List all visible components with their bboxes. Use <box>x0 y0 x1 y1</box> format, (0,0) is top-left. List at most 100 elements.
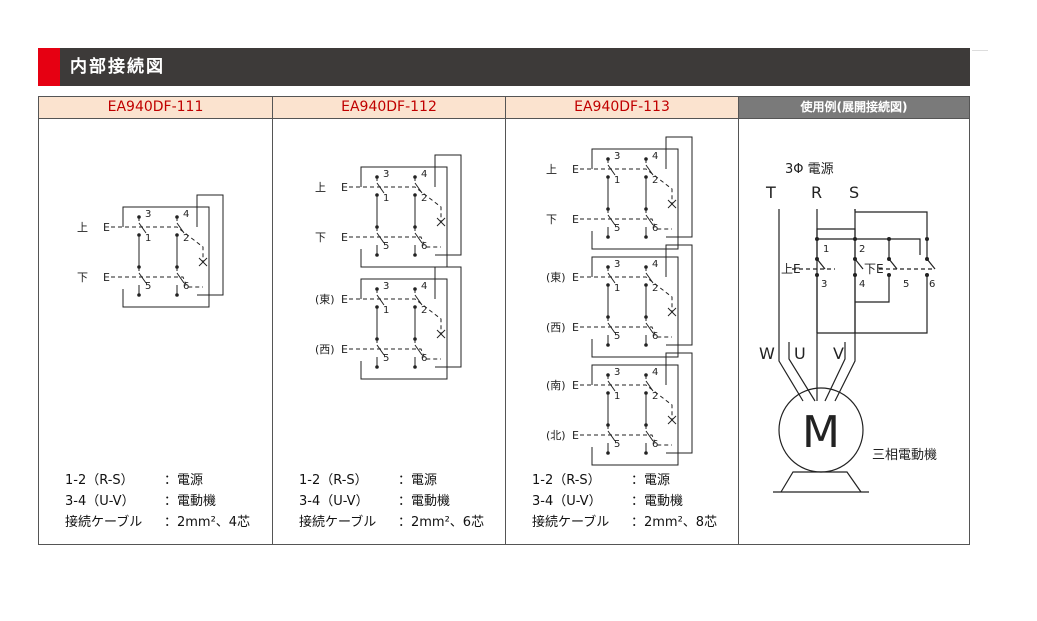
terminal-dot <box>644 207 648 211</box>
legend: 1-2（R-S）：電源 3-4（U-V）：電動機 接続ケーブル：2mm²、8芯 <box>532 470 717 533</box>
position-label: 上 <box>77 221 88 234</box>
column-header: EA940DF-111 <box>39 97 272 119</box>
section-title-bar: 内部接続図 <box>38 48 970 86</box>
switch-block <box>349 266 462 380</box>
diagram-usage-example: 3Φ 電源 T R S 1 2 上E 下E 3 4 5 6 W U V M 三相… <box>759 162 937 493</box>
num-3: 3 <box>821 279 827 290</box>
terminal-num: 4 <box>421 169 427 180</box>
terminal-dot <box>175 233 179 237</box>
switch-block <box>111 194 224 308</box>
terminal-num: 3 <box>145 209 151 220</box>
terminal-dot <box>375 337 379 341</box>
terminal-num: 1 <box>614 283 620 294</box>
terminal-dot <box>606 373 610 377</box>
terminal-num: 2 <box>421 193 427 204</box>
terminal-num: 1 <box>614 175 620 186</box>
terminal-num: 2 <box>652 391 658 402</box>
motor-symbol: M <box>802 407 840 458</box>
terminal-dot <box>413 175 417 179</box>
terminal-dot <box>644 283 648 287</box>
switch-block <box>580 136 693 250</box>
terminal-dot <box>644 343 648 347</box>
lead-u: U <box>794 344 806 363</box>
terminal-dot <box>375 365 379 369</box>
terminal-dot <box>606 175 610 179</box>
terminal-dot <box>606 315 610 319</box>
terminal-dot <box>137 215 141 219</box>
e-label: E <box>341 181 348 194</box>
e-label: E <box>572 213 579 226</box>
e-label: E <box>341 293 348 306</box>
e-label: E <box>572 163 579 176</box>
terminal-dots <box>606 157 648 239</box>
legend-row: 接続ケーブル：2mm²、6芯 <box>299 515 485 530</box>
motor-label: 三相電動機 <box>872 448 937 463</box>
legend: 1-2（R-S）：電源 3-4（U-V）：電動機 接続ケーブル：2mm²、6芯 <box>299 470 484 533</box>
column-header: 使用例(展開接続図) <box>739 97 969 119</box>
terminal-dot <box>413 305 417 309</box>
terminal-dot <box>644 157 648 161</box>
lead-v: V <box>833 344 844 363</box>
legend: 1-2（R-S）：電源 3-4（U-V）：電動機 接続ケーブル：2mm²、4芯 <box>65 470 250 533</box>
terminal-num: 3 <box>383 281 389 292</box>
terminal-dot <box>606 157 610 161</box>
position-label: (東) <box>546 271 566 284</box>
column-header: EA940DF-113 <box>506 97 738 119</box>
e-label: E <box>103 221 110 234</box>
legend-row: 3-4（U-V）：電動機 <box>65 494 217 509</box>
terminal-dot <box>606 283 610 287</box>
terminal-dot <box>175 265 179 269</box>
terminal-num: 5 <box>614 223 620 234</box>
terminal-dot <box>413 287 417 291</box>
top-divider <box>972 50 988 51</box>
legend-row: 1-2（R-S）：電源 <box>532 473 671 488</box>
terminal-dot <box>413 225 417 229</box>
terminal-dot <box>375 253 379 257</box>
terminal-dot <box>644 451 648 455</box>
terminal-num: 5 <box>383 353 389 364</box>
terminal-num: 6 <box>652 439 658 450</box>
terminal-num: 4 <box>652 259 658 270</box>
switch-block <box>580 352 693 466</box>
position-label: (東) <box>315 293 335 306</box>
num-1: 1 <box>823 244 829 255</box>
terminal-num: 3 <box>614 259 620 270</box>
terminal-dot <box>644 391 648 395</box>
up-label: 上E <box>781 262 801 276</box>
terminal-num: 2 <box>652 175 658 186</box>
terminal-dot <box>413 365 417 369</box>
terminal-num: 1 <box>383 193 389 204</box>
terminal-dot <box>175 215 179 219</box>
column-usage-example: 使用例(展開接続図) <box>738 97 969 544</box>
e-label: E <box>341 343 348 356</box>
position-label: 上 <box>315 181 326 194</box>
position-label: (南) <box>546 379 566 392</box>
terminal-dot <box>137 293 141 297</box>
terminal-dot <box>606 391 610 395</box>
num-5: 5 <box>903 279 909 290</box>
switch-block <box>349 154 462 268</box>
terminal-num: 6 <box>421 353 427 364</box>
terminal-dot <box>375 305 379 309</box>
terminal-dots <box>137 215 179 297</box>
switch-block <box>580 244 693 358</box>
position-label: (西) <box>546 321 566 334</box>
terminal-dot <box>644 175 648 179</box>
terminal-num: 2 <box>652 283 658 294</box>
terminal-dot <box>606 451 610 455</box>
terminal-num: 1 <box>383 305 389 316</box>
terminal-num: 4 <box>183 209 189 220</box>
position-label: (西) <box>315 343 335 356</box>
position-label: (北) <box>546 429 566 442</box>
terminal-dot <box>375 225 379 229</box>
terminal-dots <box>375 175 417 257</box>
terminal-num: 4 <box>421 281 427 292</box>
terminal-dot <box>606 207 610 211</box>
phase-s: S <box>849 183 859 202</box>
